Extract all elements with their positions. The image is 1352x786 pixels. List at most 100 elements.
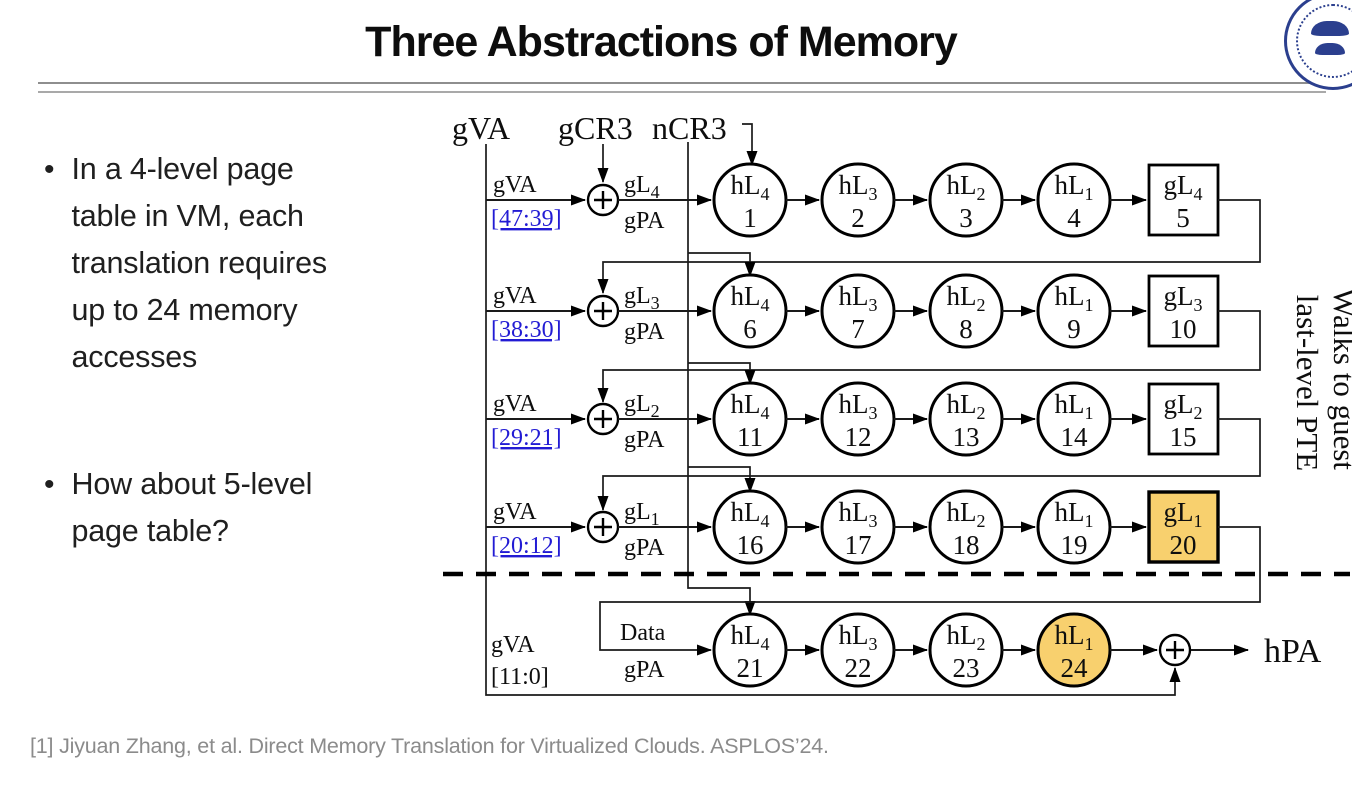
walk-node-18-number: 18 — [953, 530, 980, 560]
ncr3-row1-branch — [742, 123, 758, 166]
walk-node-10-box — [1147, 274, 1220, 348]
bullet-line: table in VM, each — [71, 199, 304, 233]
row3-adder-plus — [594, 410, 612, 428]
walk-node-14-number: 14 — [1061, 422, 1089, 452]
bullet-line: How about 5-level — [71, 467, 313, 501]
walk-node-14-label: hL1 — [1055, 389, 1094, 423]
walk-node-20-label: gL1 — [1164, 497, 1203, 531]
walk-node-2-number: 2 — [851, 203, 865, 233]
bottom-gpa-label: gPA — [624, 657, 665, 683]
row3-input-bits: [29:21] — [491, 425, 562, 451]
ncr3-row2-branch — [688, 252, 756, 277]
bottom-input-bits: [11:0] — [491, 664, 549, 690]
row4-input-label: gVA — [493, 499, 537, 525]
walk-node-21-number: 21 — [737, 653, 764, 683]
walk-node-2-label: hL3 — [839, 170, 878, 204]
row2-feedback-line — [597, 310, 1261, 403]
title-rule-bottom — [38, 91, 1326, 93]
bullet-dot: • — [44, 153, 55, 186]
walk-node-19-number: 19 — [1061, 530, 1088, 560]
row2-adder-gpa-label: gPA — [624, 319, 665, 345]
walk-node-22-label: hL3 — [839, 620, 878, 654]
gva-source-label: gVA — [452, 110, 510, 146]
walk-node-10-label: gL3 — [1164, 281, 1203, 315]
walk-node-22-number: 22 — [845, 653, 872, 683]
walk-node-19-label: hL1 — [1055, 497, 1094, 531]
row4-adder-plus — [594, 518, 612, 536]
walk-node-13-number: 13 — [953, 422, 980, 452]
bottom-input-label: gVA — [491, 632, 535, 658]
seal-ring — [1296, 4, 1352, 78]
walk-node-7-number: 7 — [851, 314, 865, 344]
walk-node-11-label: hL4 — [731, 389, 770, 423]
side-caption-line1: Walks to guest — [1327, 288, 1352, 470]
bullet-line: up to 24 memory — [71, 293, 298, 327]
row4-adder-gpa-label: gPA — [624, 535, 665, 561]
hpa-output-label: hPA — [1264, 633, 1322, 670]
walk-row-4: gVA [20:12] gL1 gPA hL4 16 hL3 17 hL2 18… — [486, 466, 1261, 656]
walk-node-8-label: hL2 — [947, 281, 986, 315]
bullet-line: In a 4-level page — [71, 152, 294, 186]
side-caption: Walks to guest last-level PTE — [1290, 288, 1352, 478]
walk-node-3-label: hL2 — [947, 170, 986, 204]
walk-node-24-label: hL1 — [1055, 620, 1094, 654]
row3-adder-out-label: gL2 — [624, 391, 660, 421]
walk-node-16-label: hL4 — [731, 497, 770, 531]
bullet-item-2: • How about 5-level page table? — [32, 461, 432, 555]
walk-node-1-label: hL4 — [731, 170, 770, 204]
walk-node-23-number: 23 — [953, 653, 980, 683]
row3-adder-gpa-label: gPA — [624, 427, 665, 453]
walk-node-5-number: 5 — [1176, 203, 1190, 233]
walk-node-20-box-highlighted — [1147, 490, 1220, 564]
walk-node-6-label: hL4 — [731, 281, 770, 315]
title-rule-top — [38, 82, 1326, 84]
walk-node-5-box — [1147, 163, 1220, 237]
final-adder-plus — [1166, 641, 1184, 659]
row1-adder-gpa-label: gPA — [624, 208, 665, 234]
bullet-line: translation requires — [71, 246, 328, 280]
walk-row-2: gVA [38:30] gL3 gPA hL4 6 hL3 7 hL2 8 hL… — [486, 252, 1261, 403]
row1-input-bits: [47:39] — [491, 206, 562, 232]
walk-node-9-label: hL1 — [1055, 281, 1094, 315]
row3-feedback-line — [597, 418, 1261, 511]
citation: [1] Jiyuan Zhang, et al. Direct Memory T… — [30, 734, 829, 758]
walk-node-15-label: gL2 — [1164, 389, 1203, 423]
row2-input-bits: [38:30] — [491, 317, 562, 343]
row2-adder-out-label: gL3 — [624, 283, 660, 313]
walk-node-6-number: 6 — [743, 314, 757, 344]
walk-node-23-label: hL2 — [947, 620, 986, 654]
ncr3-row4-branch — [688, 466, 756, 493]
gcr3-source-label: gCR3 — [558, 110, 633, 146]
row4-adder-out-label: gL1 — [624, 499, 660, 529]
row1-adder-plus — [594, 191, 612, 209]
row1-adder-out-label: gL4 — [624, 172, 660, 202]
walk-node-8-number: 8 — [959, 314, 973, 344]
side-caption-line2: last-level PTE — [1290, 295, 1325, 471]
walk-node-18-label: hL2 — [947, 497, 986, 531]
walk-node-15-number: 15 — [1170, 422, 1197, 452]
walk-node-11-number: 11 — [737, 422, 763, 452]
walk-node-10-number: 10 — [1170, 314, 1197, 344]
walk-node-15-box — [1147, 382, 1220, 456]
walk-node-21-label: hL4 — [731, 620, 770, 654]
bullet-line: accesses — [71, 340, 198, 374]
bullet-text-2: How about 5-level page table? — [72, 461, 313, 555]
row1-feedback-line — [597, 199, 1261, 294]
walk-row-3: gVA [29:21] gL2 gPA hL4 11 hL3 12 hL2 13… — [486, 362, 1261, 511]
walk-node-12-label: hL3 — [839, 389, 878, 423]
row4-input-bits: [20:12] — [491, 533, 562, 559]
row3-input-label: gVA — [493, 391, 537, 417]
walk-node-17-number: 17 — [845, 530, 872, 560]
bullet-line: page table? — [71, 514, 229, 548]
walk-node-4-label: hL1 — [1055, 170, 1094, 204]
walk-node-16-number: 16 — [737, 530, 764, 560]
walk-node-20-number: 20 — [1170, 530, 1197, 560]
walk-node-13-label: hL2 — [947, 389, 986, 423]
walk-node-9-number: 9 — [1067, 314, 1081, 344]
walk-row-1: gVA [47:39] gL4 gPA hL4 1 hL3 2 hL2 3 hL… — [486, 162, 1261, 294]
seal-emblem — [1311, 21, 1349, 36]
bullet-list: • In a 4-level page table in VM, each tr… — [32, 146, 432, 555]
bullet-item-1: • In a 4-level page table in VM, each tr… — [32, 146, 432, 381]
row4-return-line — [599, 526, 1261, 656]
